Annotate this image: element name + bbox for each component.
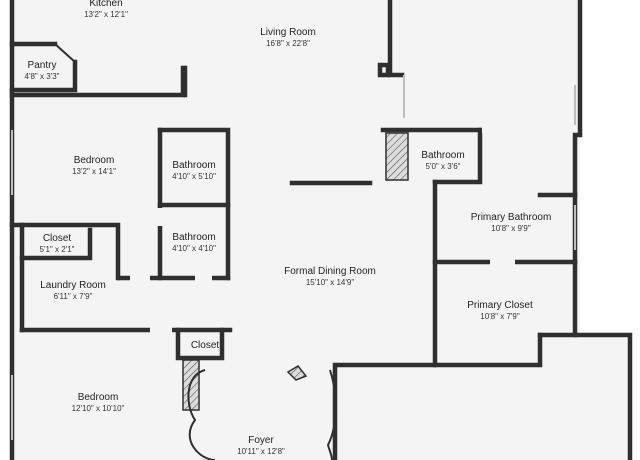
room-label-bedroom: Bedroom 12'10" x 10'10" xyxy=(72,392,125,413)
svg-text:4'10" x 4'10": 4'10" x 4'10" xyxy=(172,244,216,253)
svg-text:Bathroom: Bathroom xyxy=(421,150,464,161)
svg-text:Bedroom: Bedroom xyxy=(78,392,119,403)
interior-walls xyxy=(9,41,578,368)
room-label-bathroom: Bathroom 4'10" x 4'10" xyxy=(172,232,216,253)
svg-text:Closet: Closet xyxy=(43,233,72,244)
svg-text:12'10" x 10'10": 12'10" x 10'10" xyxy=(72,404,125,413)
svg-text:Living Room: Living Room xyxy=(260,27,316,38)
svg-text:10'8" x 9'9": 10'8" x 9'9" xyxy=(491,224,531,233)
svg-text:10'8" x 7'9": 10'8" x 7'9" xyxy=(480,312,520,321)
svg-text:5'0" x 3'6": 5'0" x 3'6" xyxy=(426,162,461,171)
room-label-primary-closet: Primary Closet 10'8" x 7'9" xyxy=(467,300,533,321)
room-label-laundry-room: Laundry Room 6'11" x 7'9" xyxy=(40,280,106,301)
floor-fill xyxy=(12,0,630,460)
room-label-bathroom: Bathroom 5'0" x 3'6" xyxy=(421,150,464,171)
svg-text:Bedroom: Bedroom xyxy=(74,155,115,166)
room-label-bedroom: Bedroom 13'2" x 14'1" xyxy=(72,155,116,176)
svg-text:10'11" x 12'8": 10'11" x 12'8" xyxy=(237,447,285,456)
svg-text:Formal Dining Room: Formal Dining Room xyxy=(284,266,376,277)
room-label-primary-bathroom: Primary Bathroom 10'8" x 9'9" xyxy=(471,212,552,233)
room-label-bathroom: Bathroom 4'10" x 5'10" xyxy=(172,160,216,181)
room-label-pantry: Pantry 4'8" x 3'3" xyxy=(25,60,60,81)
door-openings xyxy=(115,127,520,333)
svg-text:5'1" x 2'1": 5'1" x 2'1" xyxy=(40,245,75,254)
svg-text:13'2" x 14'1": 13'2" x 14'1" xyxy=(72,167,116,176)
svg-text:15'10" x 14'9": 15'10" x 14'9" xyxy=(306,278,354,287)
svg-text:Closet: Closet xyxy=(191,340,220,351)
svg-text:Bathroom: Bathroom xyxy=(172,160,215,171)
windows xyxy=(11,75,576,440)
room-label-living-room: Living Room 16'8" x 22'8" xyxy=(260,27,316,48)
foyer-curve xyxy=(187,369,337,460)
svg-text:Laundry Room: Laundry Room xyxy=(40,280,106,291)
room-label-kitchen: Kitchen 13'2" x 12'1" xyxy=(84,0,128,19)
room-label-closet: Closet xyxy=(191,340,220,351)
room-label-foyer: Foyer 10'11" x 12'8" xyxy=(237,435,285,456)
room-label-formal-dining-room: Formal Dining Room 15'10" x 14'9" xyxy=(284,266,376,287)
svg-text:4'8" x 3'3": 4'8" x 3'3" xyxy=(25,72,60,81)
svg-text:Primary Closet: Primary Closet xyxy=(467,300,533,311)
svg-text:6'11" x 7'9": 6'11" x 7'9" xyxy=(54,292,93,301)
room-label-closet: Closet 5'1" x 2'1" xyxy=(40,233,75,254)
svg-text:13'2" x 12'1": 13'2" x 12'1" xyxy=(84,10,128,19)
svg-text:4'10" x 5'10": 4'10" x 5'10" xyxy=(172,172,216,181)
svg-text:Bathroom: Bathroom xyxy=(172,232,215,243)
svg-text:Foyer: Foyer xyxy=(248,435,274,446)
svg-text:Primary Bathroom: Primary Bathroom xyxy=(471,212,552,223)
svg-text:16'8" x 22'8": 16'8" x 22'8" xyxy=(266,39,310,48)
svg-text:Kitchen: Kitchen xyxy=(89,0,122,9)
svg-text:Pantry: Pantry xyxy=(28,60,57,71)
